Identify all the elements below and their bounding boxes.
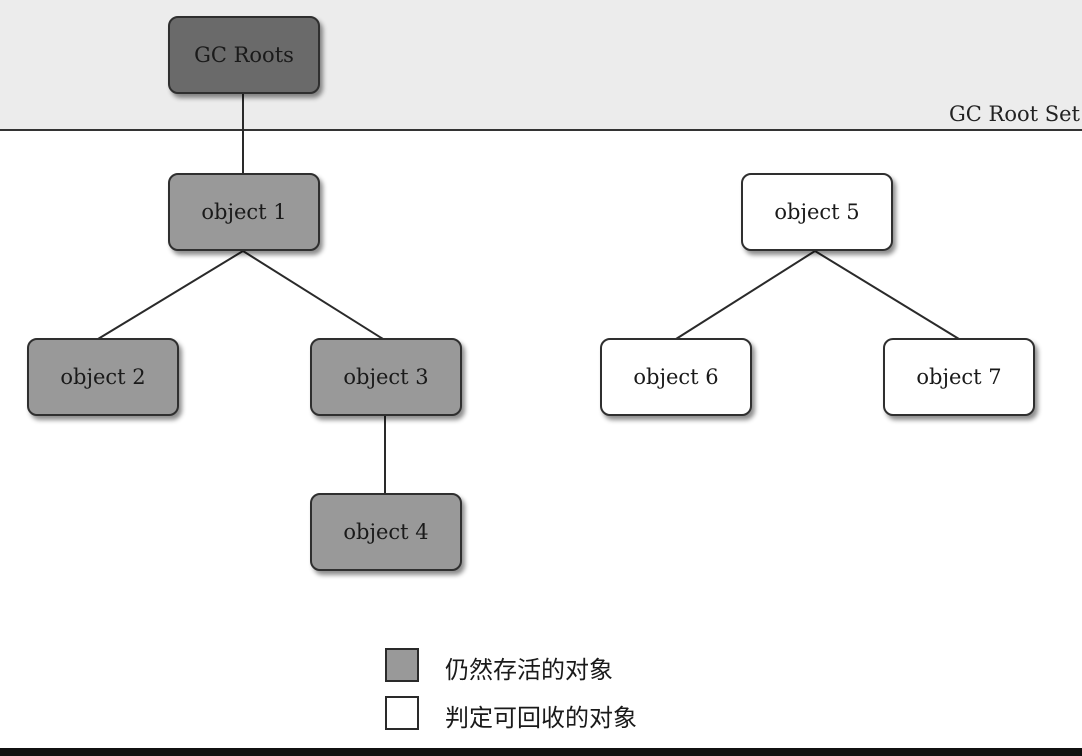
bottom-border — [0, 748, 1082, 756]
object-4-node: object 4 — [310, 493, 462, 571]
gc-roots-node-label: GC Roots — [194, 43, 294, 67]
legend-label-collectable: 判定可回收的对象 — [445, 704, 637, 732]
object-6-node: object 6 — [600, 338, 752, 416]
object-2-label: object 2 — [60, 365, 146, 389]
legend-swatch-alive — [385, 648, 419, 682]
object-7-node: object 7 — [883, 338, 1035, 416]
object-5-node: object 5 — [741, 173, 893, 251]
object-4-label: object 4 — [343, 520, 429, 544]
object-5-label: object 5 — [774, 200, 860, 224]
edge-object1-object3 — [242, 250, 384, 340]
object-1-node: object 1 — [168, 173, 320, 251]
legend-swatch-collectable — [385, 696, 419, 730]
gc-roots-node: GC Roots — [168, 16, 320, 94]
gc-root-set-label: GC Root Set — [949, 102, 1080, 126]
object-3-label: object 3 — [343, 365, 429, 389]
edge-object5-object6 — [675, 250, 816, 340]
object-2-node: object 2 — [27, 338, 179, 416]
object-7-label: object 7 — [916, 365, 1002, 389]
object-3-node: object 3 — [310, 338, 462, 416]
legend-label-alive: 仍然存活的对象 — [445, 656, 613, 684]
object-1-label: object 1 — [201, 200, 287, 224]
edge-object5-object7 — [814, 250, 960, 340]
object-6-label: object 6 — [633, 365, 719, 389]
edge-object1-object2 — [97, 250, 244, 340]
